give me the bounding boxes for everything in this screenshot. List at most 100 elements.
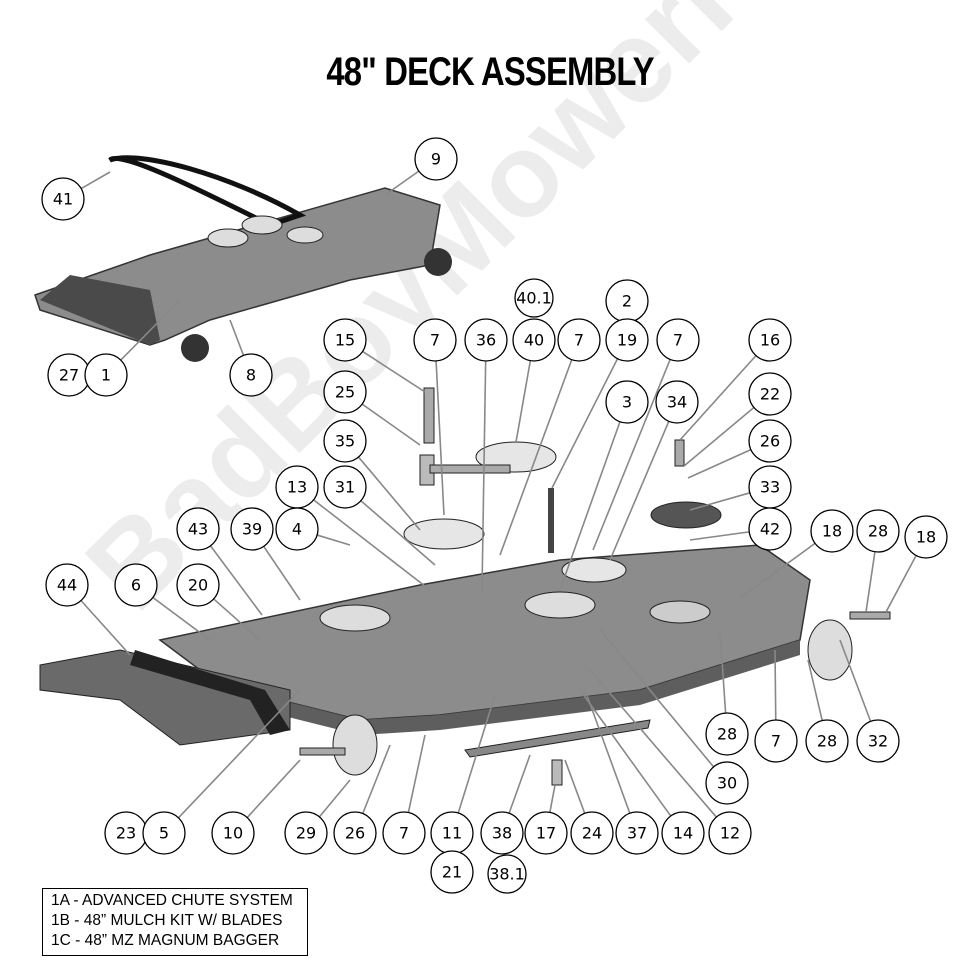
callout-label: 31	[335, 478, 355, 497]
leader-line	[865, 551, 876, 613]
main-deck	[39, 387, 891, 786]
callout-circle	[211, 811, 255, 855]
callout-16[interactable]: 16	[748, 318, 792, 362]
callout-15[interactable]: 15	[323, 318, 367, 362]
callout-28[interactable]: 28	[705, 712, 749, 756]
callout-44[interactable]: 44	[45, 563, 89, 607]
callout-39[interactable]: 39	[230, 507, 274, 551]
callout-7[interactable]: 7	[656, 318, 700, 362]
callout-40[interactable]: 40	[512, 318, 556, 362]
callout-2[interactable]: 2	[605, 279, 649, 323]
leader-line	[229, 319, 245, 356]
leader-line	[80, 171, 111, 190]
callout-12[interactable]: 12	[708, 811, 752, 855]
callout-7[interactable]: 7	[557, 318, 601, 362]
callout-label: 20	[188, 576, 208, 595]
leader-line	[361, 403, 421, 446]
callout-10[interactable]: 10	[211, 811, 255, 855]
leader-line	[209, 545, 263, 616]
callout-label: 42	[760, 520, 780, 539]
callout-27[interactable]: 27	[47, 353, 91, 397]
callout-7[interactable]: 7	[382, 811, 426, 855]
callout-18[interactable]: 18	[904, 515, 948, 559]
overview-deck	[34, 155, 452, 362]
callout-8[interactable]: 8	[229, 353, 273, 397]
callout-35[interactable]: 35	[323, 419, 367, 463]
leader-line	[263, 545, 301, 601]
legend-item: 1C - 48” MZ MAGNUM BAGGER	[51, 932, 280, 949]
callout-18[interactable]: 18	[810, 509, 854, 553]
callout-4[interactable]: 4	[275, 507, 319, 551]
callout-34[interactable]: 34	[655, 380, 699, 424]
callout-36[interactable]: 36	[464, 318, 508, 362]
callout-label: 38.1	[489, 865, 525, 884]
callout-26[interactable]: 26	[748, 419, 792, 463]
callout-41[interactable]: 41	[41, 177, 85, 221]
leader-line	[316, 534, 351, 546]
callout-13[interactable]: 13	[275, 465, 319, 509]
callout-43[interactable]: 43	[176, 507, 220, 551]
callout-label: 8	[246, 366, 256, 385]
callout-24[interactable]: 24	[570, 811, 614, 855]
callout-22[interactable]: 22	[748, 372, 792, 416]
callout-circle	[524, 811, 568, 855]
callout-19[interactable]: 19	[605, 318, 649, 362]
callout-32[interactable]: 32	[856, 719, 900, 763]
callout-20[interactable]: 20	[176, 563, 220, 607]
leader-line	[313, 499, 431, 591]
callout-6[interactable]: 6	[114, 563, 158, 607]
callout-label: 36	[476, 331, 496, 350]
leader-line	[592, 359, 671, 551]
callout-circle	[323, 370, 367, 414]
callout-circle	[333, 811, 377, 855]
callout-label: 18	[916, 528, 936, 547]
callout-17[interactable]: 17	[524, 811, 568, 855]
callout-37[interactable]: 37	[615, 811, 659, 855]
callout-1[interactable]: 1	[84, 353, 128, 397]
callout-label: 41	[53, 190, 73, 209]
leader-line	[360, 500, 436, 566]
leader-line	[508, 754, 531, 814]
callout-26[interactable]: 26	[333, 811, 377, 855]
callout-28[interactable]: 28	[856, 509, 900, 553]
callout-29[interactable]: 29	[284, 811, 328, 855]
callout-circle	[856, 719, 900, 763]
callout-label: 37	[627, 824, 647, 843]
leader-line	[599, 629, 715, 768]
callout-40-1[interactable]: 40.1	[514, 278, 554, 318]
callout-21[interactable]: 21	[430, 850, 474, 894]
callout-38[interactable]: 38	[480, 811, 524, 855]
leader-lines	[80, 170, 917, 819]
callout-label: 10	[223, 824, 243, 843]
callout-14[interactable]: 14	[661, 811, 705, 855]
leader-line	[885, 555, 917, 613]
callout-label: 38	[492, 824, 512, 843]
callout-23[interactable]: 23	[104, 811, 148, 855]
callout-28[interactable]: 28	[805, 719, 849, 763]
callout-33[interactable]: 33	[748, 465, 792, 509]
callout-9[interactable]: 9	[414, 137, 458, 181]
callout-30[interactable]: 30	[705, 761, 749, 805]
callout-label: 7	[673, 331, 683, 350]
callout-7[interactable]: 7	[754, 719, 798, 763]
callout-label: 7	[574, 331, 584, 350]
callout-circle	[41, 177, 85, 221]
callout-42[interactable]: 42	[748, 507, 792, 551]
callout-3[interactable]: 3	[605, 380, 649, 424]
callout-5[interactable]: 5	[142, 811, 186, 855]
callout-circle	[382, 811, 426, 855]
callout-circle	[275, 507, 319, 551]
callout-circle	[904, 515, 948, 559]
leader-line	[689, 492, 751, 511]
leader-line	[407, 734, 426, 813]
callout-31[interactable]: 31	[323, 465, 367, 509]
callout-7[interactable]: 7	[413, 318, 457, 362]
leader-line	[120, 299, 181, 361]
callout-circle	[323, 465, 367, 509]
callout-label: 32	[868, 732, 888, 751]
callout-25[interactable]: 25	[323, 370, 367, 414]
callout-38-1[interactable]: 38.1	[487, 854, 527, 894]
callout-11[interactable]: 11	[430, 811, 474, 855]
callout-circle	[557, 318, 601, 362]
leader-line	[384, 170, 420, 196]
